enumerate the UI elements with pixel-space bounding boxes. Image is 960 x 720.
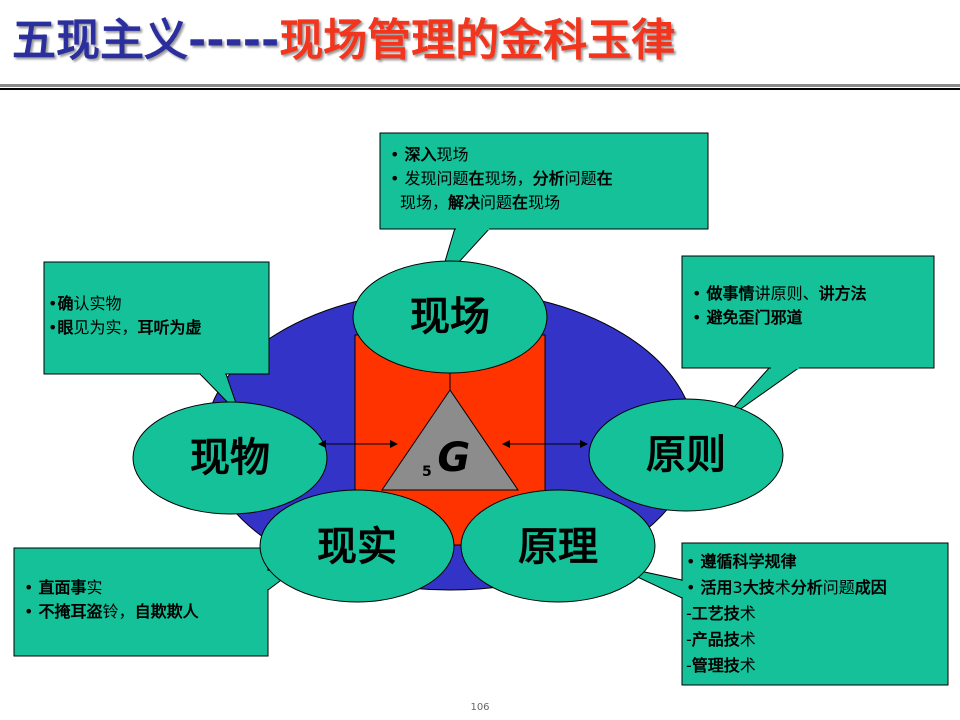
title-part-1: 五现主义----- [12, 15, 280, 66]
callout-left-box [43, 261, 270, 375]
callout-left-line-2: •眼见为实，耳听为虚 [48, 318, 202, 337]
node-bottom-right-label: 原理 [518, 524, 598, 570]
callout-bottom-left-text: • 直面事实 • 不掩耳盗铃，自欺欺人 [14, 566, 268, 634]
callout-bottom-right-box [681, 542, 949, 686]
callout-top-line-3: 现场，解决问题在现场 [400, 193, 561, 212]
center-label: 5 G [422, 436, 470, 480]
node-right-ellipse [588, 398, 784, 512]
node-bottom-left-ellipse [259, 489, 455, 603]
callout-right-text: • 做事情讲原则、讲方法 • 避免歪门邪道 [682, 272, 934, 340]
callout-bottom-right-line-3: -工艺技术 [686, 604, 756, 623]
node-right-label: 原则 [646, 432, 726, 478]
callout-right-line-2: • 避免歪门邪道 [692, 308, 803, 327]
title-underline-black [0, 88, 960, 90]
node-bottom-left-label: 现实 [317, 524, 397, 570]
title-part-2: 现场管理的金科玉律 [279, 15, 676, 66]
callout-left-line-1: •确认实物 [48, 294, 122, 313]
node-left-label: 现物 [190, 435, 270, 481]
callout-bottom-left-line-1: • 直面事实 [24, 578, 103, 597]
arrow-right-head-b [580, 440, 588, 448]
callout-top-box [379, 132, 709, 230]
center-label-sub: 5 [422, 464, 432, 480]
callout-bottom-left-line-2: • 不掩耳盗铃，自欺欺人 [24, 602, 199, 621]
node-bottom-right-ellipse [460, 489, 656, 603]
callout-left-text: •确认实物 •眼见为实，耳听为虚 [44, 288, 269, 344]
callout-top-text: • 深入现场 • 发现问题在现场，分析问题在 现场，解决问题在现场 [380, 133, 708, 229]
center-triangle [381, 389, 519, 491]
node-top-ellipse [352, 260, 548, 374]
callout-bottom-left-box [13, 547, 269, 657]
callout-bottom-right-text: • 遵循科学规律 • 活用3大技术分析问题成因 -工艺技术 -产品技术 -管理技… [682, 543, 948, 685]
title-underline-gray [0, 84, 960, 87]
page-number: 106 [470, 702, 490, 713]
callout-bottom-right-line-1: • 遵循科学规律 [686, 552, 797, 571]
arrow-left-head-a [318, 440, 326, 448]
callout-right-box [681, 255, 935, 369]
callout-right-line-1: • 做事情讲原则、讲方法 [692, 284, 867, 303]
arrow-right-head-a [502, 440, 510, 448]
callout-top-line-2: • 发现问题在现场，分析问题在 [390, 169, 613, 188]
arrow-left-head-b [390, 440, 398, 448]
callout-top-line-1: • 深入现场 [390, 145, 469, 164]
node-top-label: 现场 [410, 294, 490, 340]
callout-bottom-right-line-5: -管理技术 [686, 656, 756, 675]
slide-title: 五现主义-----现场管理的金科玉律 [12, 6, 675, 76]
node-left-ellipse [132, 401, 328, 515]
center-label-main: G [437, 435, 471, 481]
callout-bottom-right-line-2: • 活用3大技术分析问题成因 [686, 578, 887, 597]
callout-bottom-right-line-4: -产品技术 [686, 630, 756, 649]
